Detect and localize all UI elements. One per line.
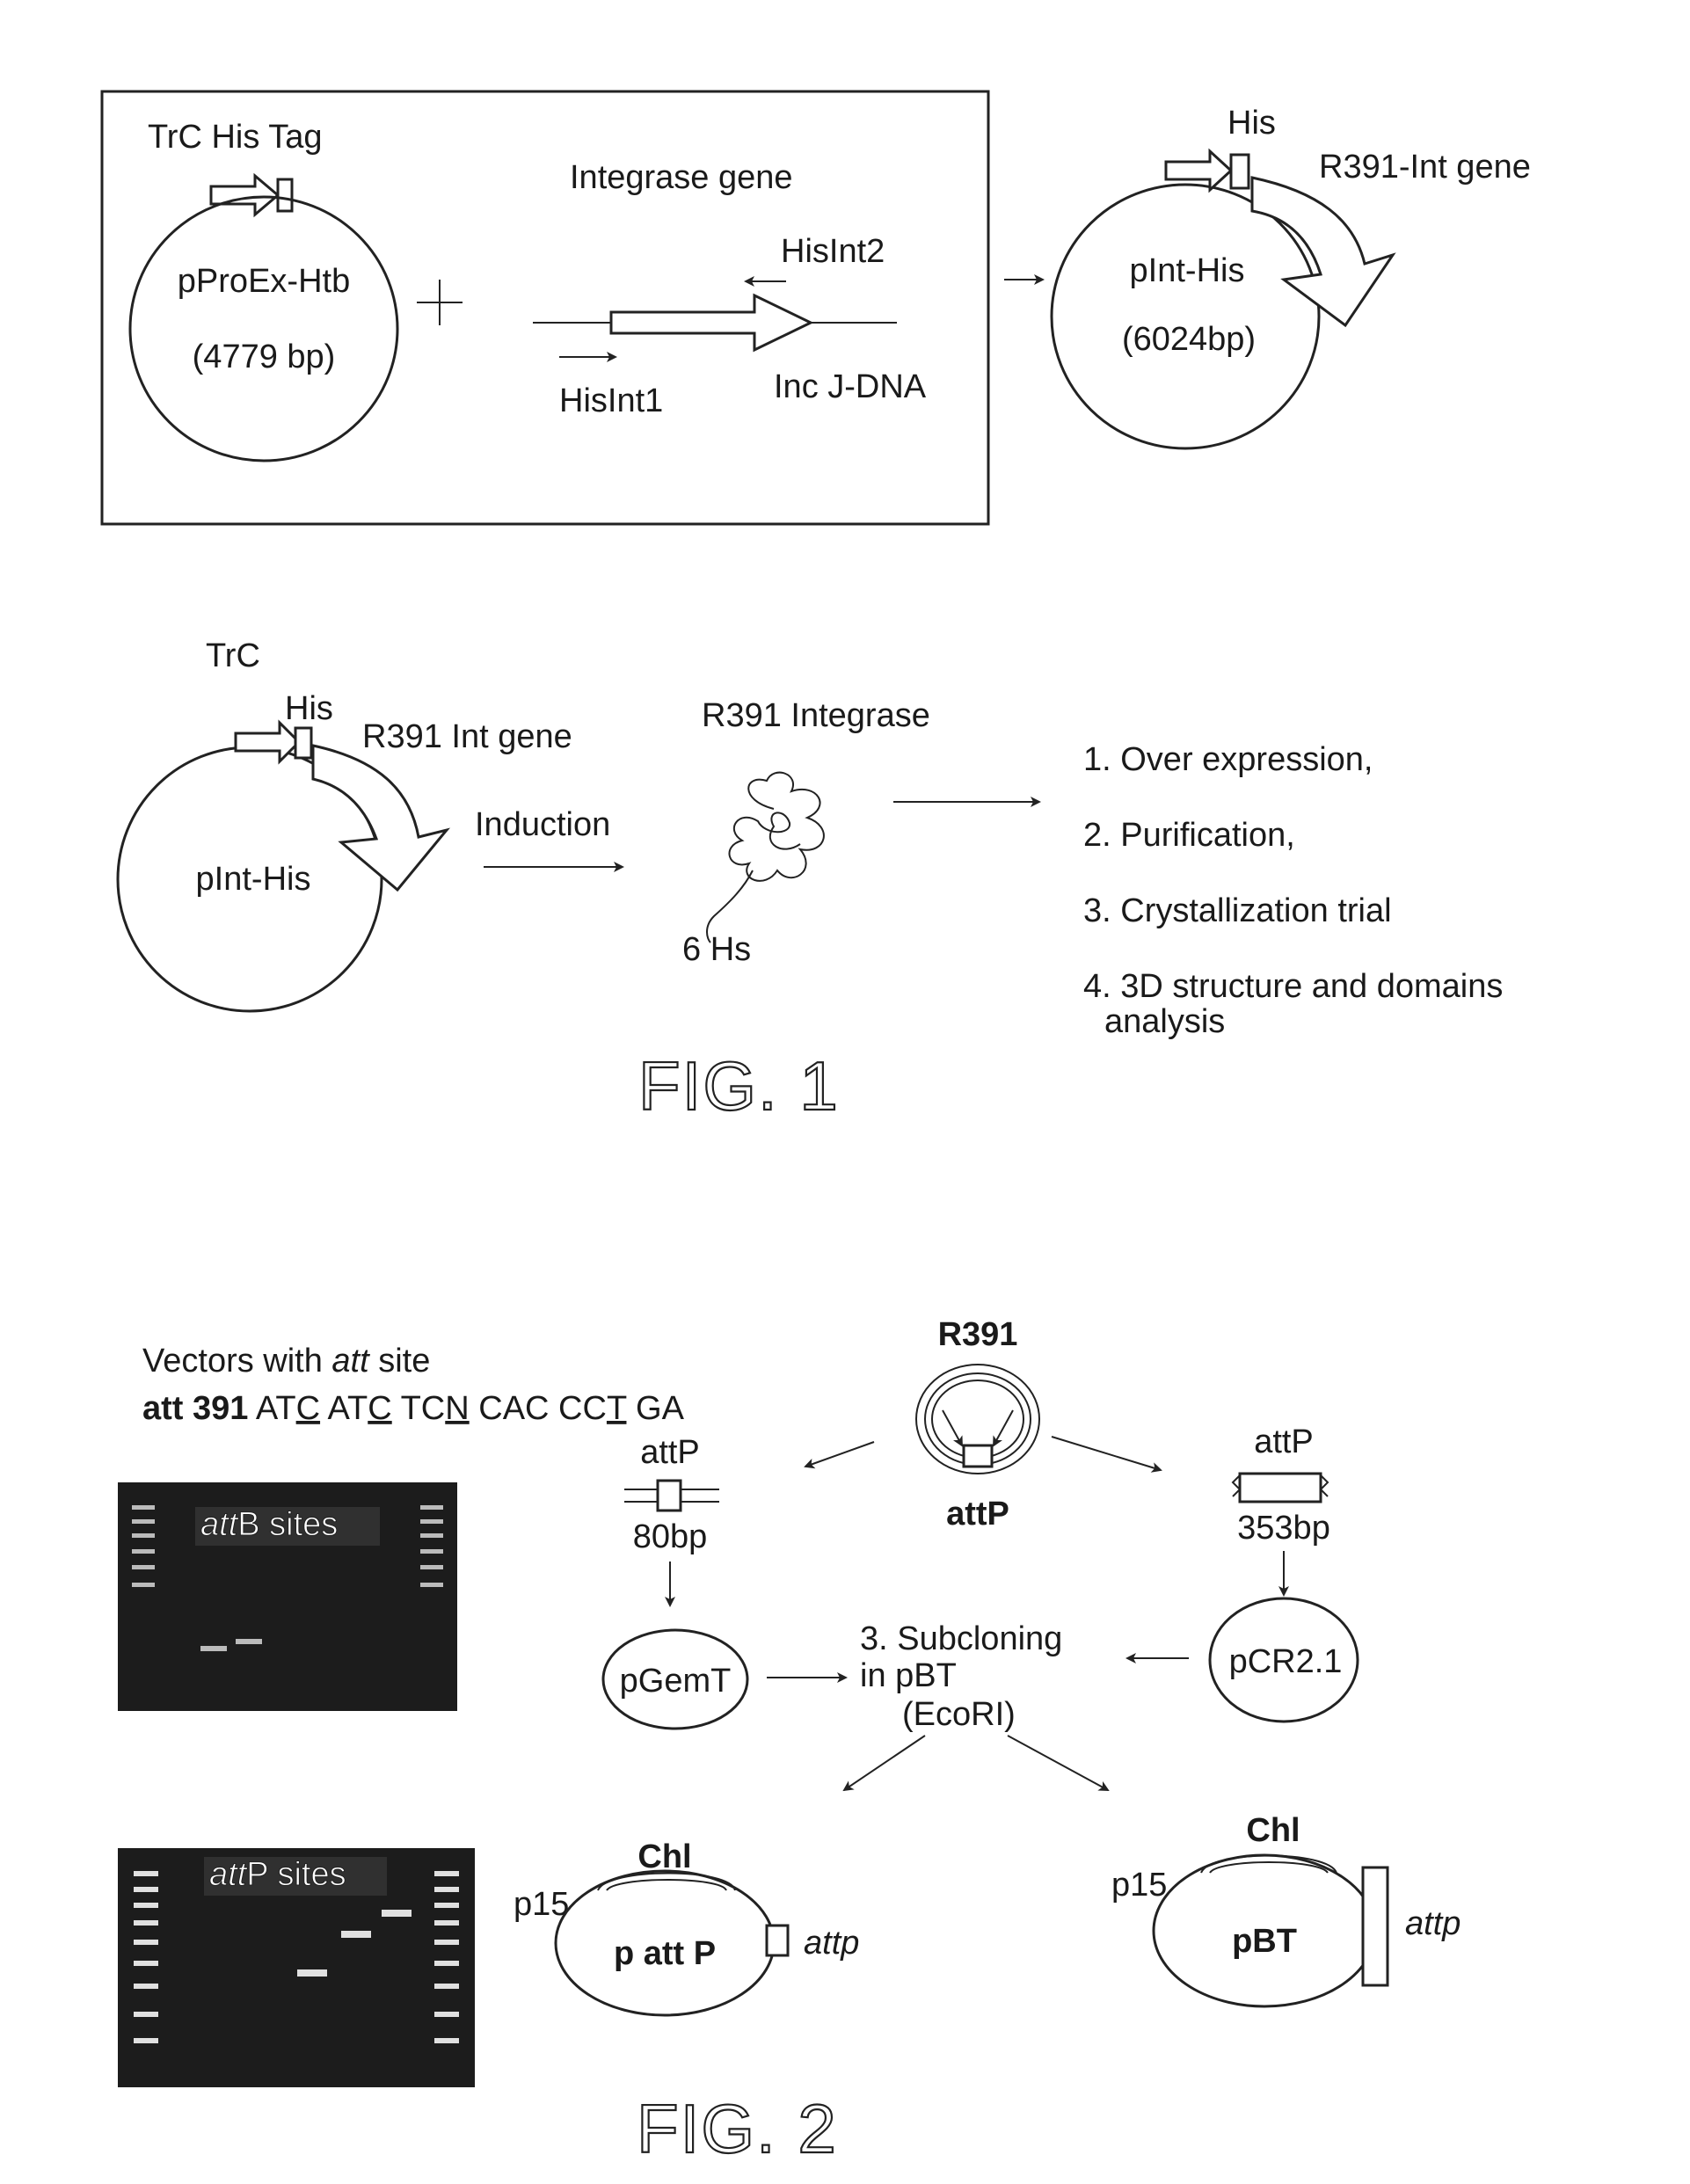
integrase-gene-arrow-icon	[611, 295, 811, 350]
sequence-segment: AT	[248, 1390, 295, 1427]
pbt-origin: p15	[1111, 1867, 1167, 1904]
pbt-site-box	[1363, 1867, 1388, 1985]
subcloning-line2: in pBT	[860, 1657, 957, 1694]
plasmid-b-label: pInt-His	[196, 861, 311, 898]
dna-label: Inc J-DNA	[774, 368, 927, 405]
tag-b-label: 6 Hs	[682, 931, 751, 968]
patt-site-label: attp	[804, 1925, 859, 1962]
sequence-segment: CAC CC	[470, 1390, 607, 1427]
patt-chl-gene-icon	[598, 1874, 735, 1891]
left-frag-size: 80bp	[633, 1518, 708, 1555]
fig1-panel-b: TrC His R391 Int gene pInt-His Induction…	[118, 637, 1503, 1040]
fig2-diagram: Vectors with att site att 391 ATC ATC TC…	[118, 1316, 1461, 2087]
step-4: 4. 3D structure and domains	[1083, 968, 1503, 1005]
arrow-to-pbt	[1008, 1736, 1108, 1790]
plasmid-pproex-label: pProEx-Htb	[178, 263, 350, 300]
right-fragment-icon	[1233, 1474, 1328, 1502]
svg-text:attP sites: attP sites	[209, 1856, 346, 1893]
patt-name: p att P	[614, 1935, 716, 1972]
gene-label: R391 Int gene	[362, 718, 572, 755]
arrow-to-left-frag	[805, 1442, 874, 1467]
product-gene-label: R391-Int gene	[1319, 149, 1531, 186]
sequence-segment: N	[445, 1390, 469, 1427]
fig2-caption: FIG. 2	[637, 2090, 838, 2167]
right-frag-label: attP	[1254, 1423, 1314, 1460]
vectors-header: Vectors with att site	[142, 1343, 430, 1380]
his-tag-box	[278, 179, 292, 211]
his-b-box	[295, 728, 311, 758]
source-plasmid-label: R391	[938, 1316, 1018, 1353]
sequence-segment: GA	[626, 1390, 684, 1427]
sequence-segment: T	[607, 1390, 627, 1427]
step-4-cont: analysis	[1104, 1003, 1225, 1040]
step-3: 3. Crystallization trial	[1083, 892, 1392, 929]
step-1: 1. Over expression,	[1083, 741, 1373, 778]
pbt-site-label: attp	[1405, 1905, 1461, 1942]
subcloning-line3: (EcoRI)	[902, 1696, 1016, 1733]
fig1-caption: FIG. 1	[638, 1047, 840, 1125]
patt-site-box	[767, 1926, 788, 1955]
left-frag-label: attP	[640, 1434, 700, 1471]
integrase-protein-icon	[707, 773, 824, 943]
his-label: His	[285, 690, 333, 727]
product-plasmid-label: pInt-His	[1130, 252, 1245, 289]
sequence-segment: C	[296, 1390, 320, 1427]
svg-text:attB sites: attB sites	[200, 1506, 338, 1543]
protein-label: R391 Integrase	[702, 697, 930, 734]
promoter-label: TrC	[206, 637, 260, 674]
source-site-label: attP	[946, 1496, 1009, 1532]
sequence-segment: AT	[320, 1390, 368, 1427]
plasmid-pint-his-circle	[1052, 185, 1319, 448]
gene-title: Integrase gene	[570, 159, 793, 196]
gel-attp-image: attP sites	[118, 1848, 475, 2087]
product-his-box	[1231, 155, 1249, 188]
sequence-segment: C	[368, 1390, 391, 1427]
r391-int-gene-arrow-icon	[1252, 178, 1393, 325]
right-frag-size: 353bp	[1237, 1510, 1330, 1547]
int-gene-b-arrow-icon	[313, 746, 447, 890]
arrow-to-patt	[844, 1736, 925, 1790]
left-fragment-icon	[624, 1481, 719, 1511]
cloning-box	[102, 91, 988, 524]
promoter-b-arrow-icon	[236, 723, 299, 761]
pgemt-label: pGemT	[620, 1663, 732, 1700]
primer-reverse-label: HisInt2	[781, 233, 885, 270]
source-plasmid-icon	[916, 1365, 1039, 1474]
induction-label: Induction	[475, 806, 610, 843]
step-2: 2. Purification,	[1083, 817, 1295, 854]
plasmid-pproex-circle	[130, 197, 397, 461]
tag-label: TrC His Tag	[148, 119, 322, 156]
primer-forward-label: HisInt1	[559, 382, 663, 419]
product-his-label: His	[1227, 105, 1276, 142]
arrow-to-right-frag	[1052, 1437, 1161, 1470]
att391-sequence: att 391 ATC ATC TCN CAC CCT GA	[142, 1390, 685, 1427]
fig1-panel-a: TrC His Tag pProEx-Htb (4779 bp) Integra…	[102, 91, 1531, 524]
patt-origin: p15	[514, 1886, 569, 1923]
pbt-marker: Chl	[1246, 1812, 1300, 1849]
pbt-name: pBT	[1232, 1923, 1297, 1960]
subcloning-line1: 3. Subcloning	[860, 1620, 1062, 1657]
pcr21-label: pCR2.1	[1229, 1643, 1343, 1680]
sequence-segment: TC	[392, 1390, 446, 1427]
plasmid-pproex-size: (4779 bp)	[193, 339, 336, 375]
promoter-arrow-icon	[211, 176, 278, 215]
product-plasmid-size: (6024bp)	[1122, 321, 1256, 358]
gel-attb-image: attB sites	[118, 1482, 457, 1711]
